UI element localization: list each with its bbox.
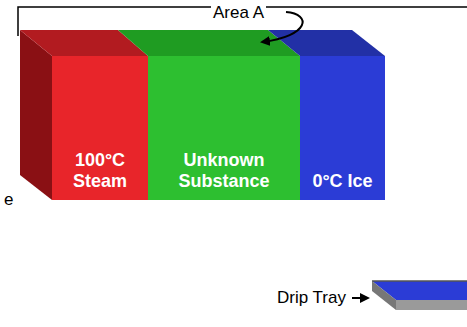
drip-tray-label: Drip Tray (275, 288, 348, 308)
area-label: Area A (211, 3, 266, 23)
cropped-label: e (2, 190, 15, 210)
block-label: 0°C Ice (312, 171, 372, 192)
block-label: Unknown Substance (152, 150, 296, 192)
steam-block: 100°C Steam (52, 56, 148, 200)
ice-block: 0°C Ice (300, 56, 385, 200)
block-label: 100°C Steam (56, 150, 144, 192)
substance-block: Unknown Substance (148, 56, 300, 200)
